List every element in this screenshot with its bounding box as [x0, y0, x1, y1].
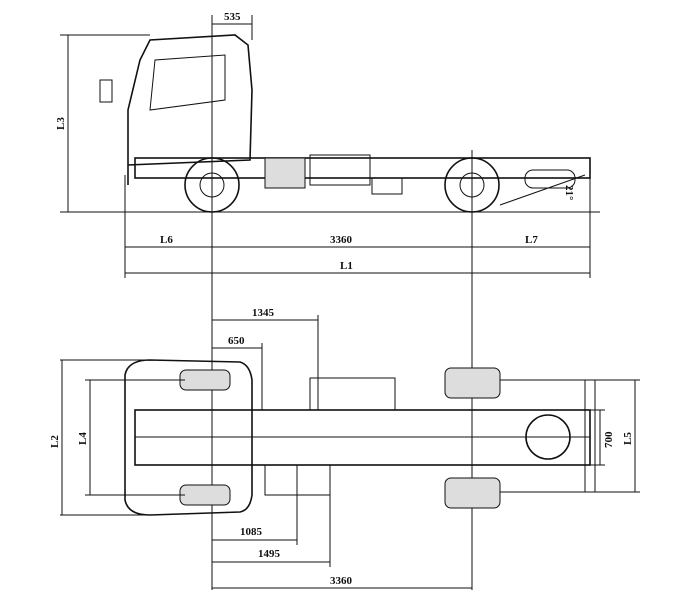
engine-block: [264, 157, 306, 189]
dim-L6: L6: [160, 234, 173, 246]
front-wheel-left: [179, 369, 231, 391]
departure-angle: 21°: [563, 185, 575, 200]
dim-700: 700: [603, 431, 615, 448]
dim-3360-side: 3360: [330, 234, 353, 246]
dim-L7: L7: [525, 234, 538, 246]
dim-L1: L1: [340, 260, 353, 272]
gearbox: [309, 154, 371, 186]
cab: [127, 34, 253, 185]
dim-L2: L2: [49, 435, 61, 448]
dim-535: 535: [224, 11, 241, 23]
fuel-tank: [371, 177, 403, 195]
fuel-tank-top: [309, 377, 396, 411]
dim-L3: L3: [55, 117, 67, 130]
dim-L4: L4: [77, 432, 89, 445]
frame-side: [134, 157, 591, 179]
cab-top: [124, 359, 253, 516]
rear-wheel-right: [444, 477, 501, 509]
dim-1085: 1085: [240, 526, 263, 538]
dim-1345: 1345: [252, 307, 275, 319]
side-view: 535 L3 L6 3360 L7 L1 21°: [55, 11, 600, 590]
dim-3360-top: 3360: [330, 575, 353, 587]
front-wheel-right: [179, 484, 231, 506]
mirror: [99, 79, 113, 103]
cab-window: [149, 54, 226, 111]
spare-tire-top: [525, 414, 571, 460]
top-view: L2 L4 1345 650 700 L5 1085 1495 3360: [49, 307, 640, 589]
dim-L5: L5: [622, 432, 634, 445]
rear-wheel-left: [444, 367, 501, 399]
dim-1495: 1495: [258, 548, 281, 560]
departure-line: [499, 174, 586, 206]
dim-650: 650: [228, 335, 245, 347]
